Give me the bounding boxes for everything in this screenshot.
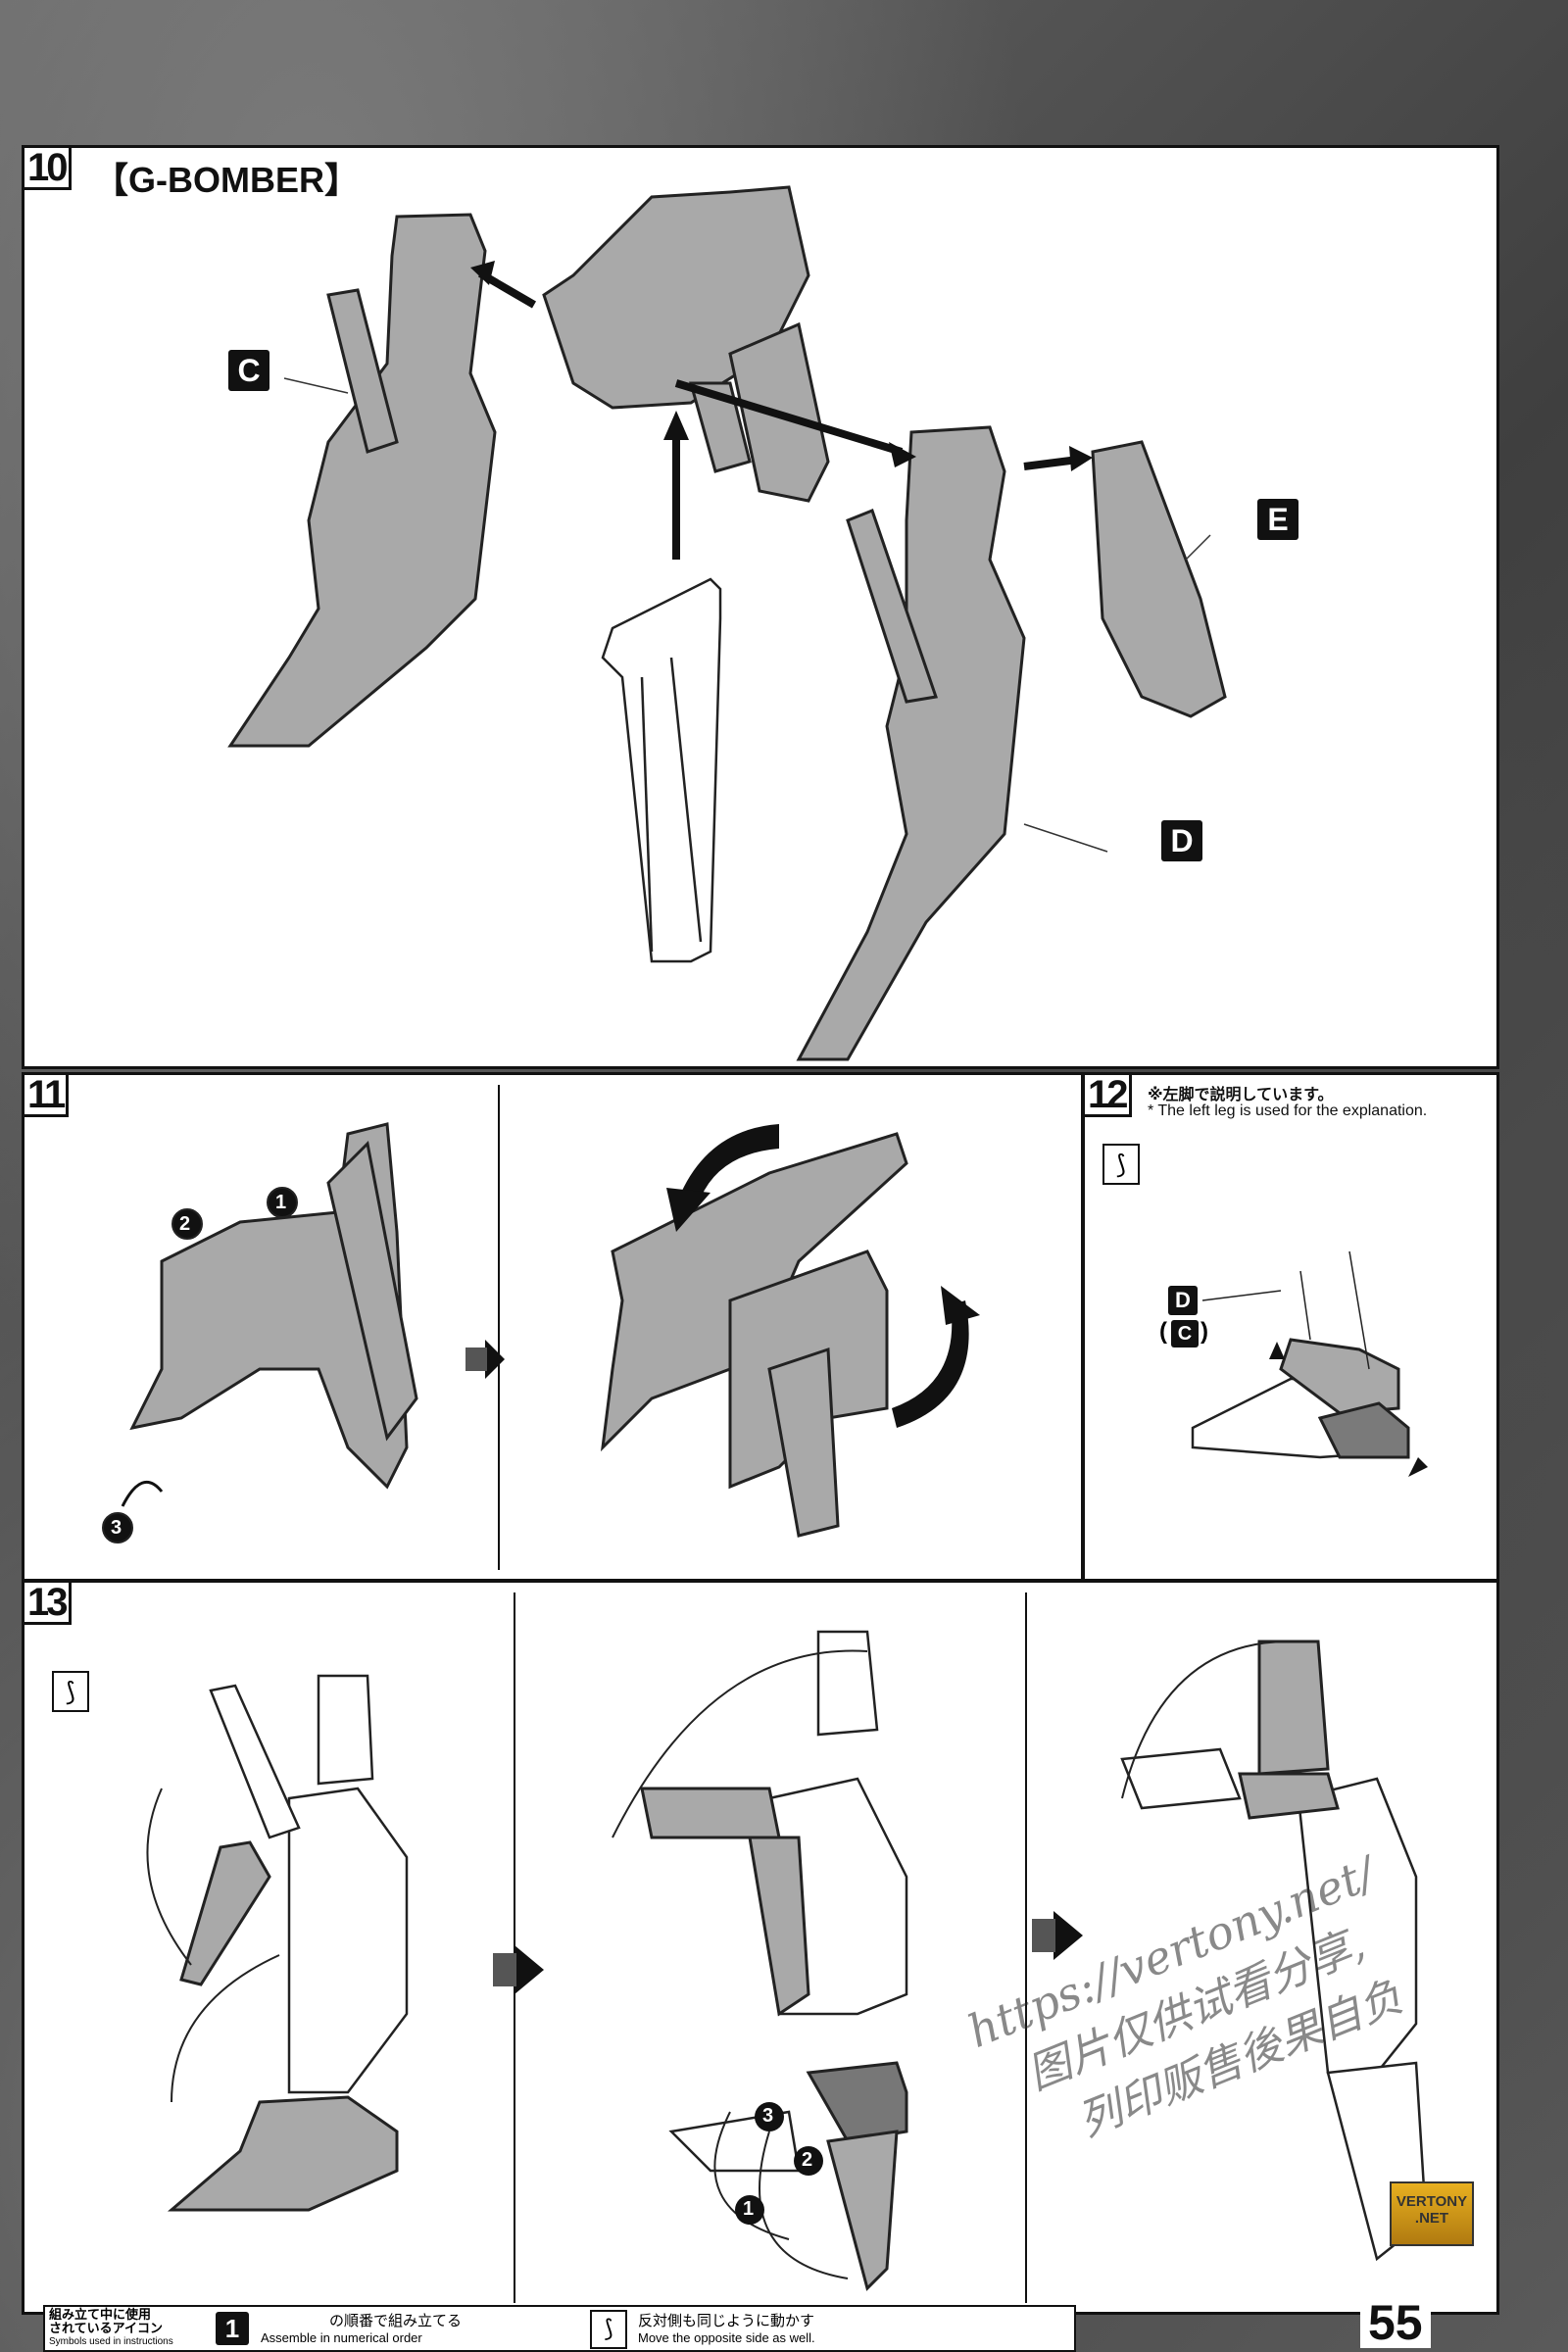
move-opposite-icon: ⟆ <box>1102 1144 1140 1185</box>
step-11-panel: 11 2 1 3 <box>22 1072 1084 1582</box>
marker-2: 2 <box>802 2149 813 2171</box>
label-d: D <box>1161 820 1202 861</box>
move-opposite-icon: ⟆ <box>52 1671 89 1712</box>
page-number: 55 <box>1360 2297 1431 2348</box>
label-d: D <box>1168 1286 1198 1315</box>
step-12-panel: 12 ※左脚で説明しています。 * The left leg is used f… <box>1082 1072 1499 1582</box>
paren-close: ) <box>1200 1318 1208 1345</box>
step-11-illustration <box>102 1085 980 1570</box>
numbered-order-icon: 1 <box>216 2312 249 2345</box>
step-12-illustration <box>1191 1250 1428 1477</box>
marker-2: 2 <box>179 1213 191 1235</box>
step-13-number: 13 <box>22 1580 72 1625</box>
g-bomber-illustration <box>227 185 1227 1061</box>
numbered-order-en: Assemble in numerical order <box>261 2330 422 2345</box>
vertony-badge: VERTONY .NET <box>1390 2181 1474 2246</box>
label-c: C <box>1171 1320 1199 1348</box>
step-12-note-en: * The left leg is used for the explanati… <box>1148 1102 1428 1119</box>
step-11-number: 11 <box>22 1072 70 1117</box>
label-c: C <box>228 350 270 391</box>
step-12-number: 12 <box>1082 1072 1132 1117</box>
move-opposite-icon: ⟆ <box>590 2310 627 2349</box>
step-10-title: 【G-BOMBER】 <box>93 160 360 200</box>
legend-title: 組み立て中に使用 されているアイコン Symbols used in instr… <box>49 2307 173 2348</box>
marker-1: 1 <box>743 2198 755 2220</box>
marker-3: 3 <box>111 1517 122 1539</box>
marker-1: 1 <box>275 1192 287 1213</box>
numbered-order-jp: の順番で組み立てる <box>329 2313 463 2329</box>
step-12-note-jp: ※左脚で説明しています。 <box>1148 1087 1334 1103</box>
paren-open: ( <box>1159 1318 1167 1345</box>
label-e: E <box>1257 499 1298 540</box>
marker-3: 3 <box>762 2105 774 2127</box>
move-opposite-en: Move the opposite side as well. <box>638 2330 815 2345</box>
step-13-illustration <box>146 1592 1428 2303</box>
step-10-panel: 10 【G-BOMBER】 C E D <box>22 145 1499 1069</box>
step-10-number: 10 <box>22 145 72 190</box>
move-opposite-jp: 反対側も同じように動かす <box>638 2313 815 2329</box>
symbols-legend: 組み立て中に使用 されているアイコン Symbols used in instr… <box>43 2305 1076 2352</box>
step-13-panel: 13 ⟆ 3 2 1 <box>22 1580 1499 2315</box>
